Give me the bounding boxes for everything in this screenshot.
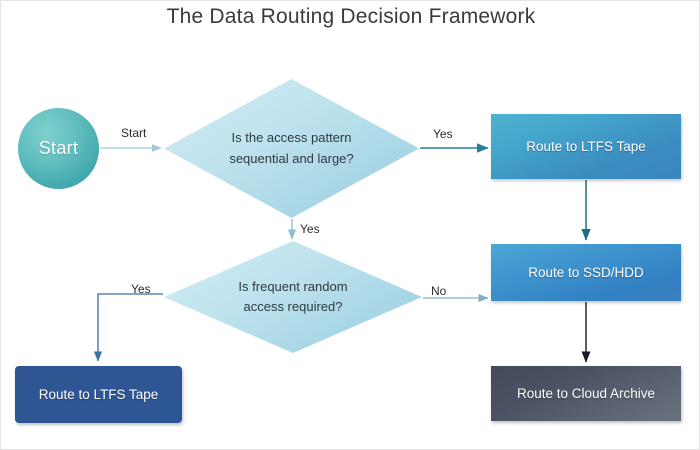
edge-decision2-yes-to-ltfs-bottom (93, 293, 163, 362)
edge-label-yes-to-ltfs: Yes (433, 127, 453, 141)
node-route-to-cloud-archive[interactable]: Route to Cloud Archive (491, 366, 681, 421)
page-title: The Data Routing Decision Framework (166, 5, 536, 28)
node-route-to-ssd-hdd[interactable]: Route to SSD/HDD (491, 244, 681, 301)
node-start[interactable]: Start (18, 108, 99, 189)
edge-label-start: Start (121, 126, 147, 140)
edge-label-no-to-ssdhdd: No (431, 284, 447, 298)
decision-1-text: Is the access pattern sequential and lar… (210, 128, 373, 168)
edge-label-yes-to-ltfs-bottom: Yes (131, 282, 151, 296)
decision-2-line-2: access required? (243, 299, 343, 314)
edge-label-yes-to-decision2: Yes (300, 222, 320, 236)
node-route-to-ltfs-tape-bottom[interactable]: Route to LTFS Tape (15, 366, 182, 423)
decision-1-line-1: Is the access pattern (231, 130, 352, 146)
decision-1-line-2: sequential and large? (229, 150, 354, 166)
decision-2-text: Is frequent random access required? (210, 277, 375, 317)
node-route-to-ltfs-tape-top[interactable]: Route to LTFS Tape (491, 114, 681, 179)
decision-2-line-1: Is frequent random (238, 278, 348, 294)
